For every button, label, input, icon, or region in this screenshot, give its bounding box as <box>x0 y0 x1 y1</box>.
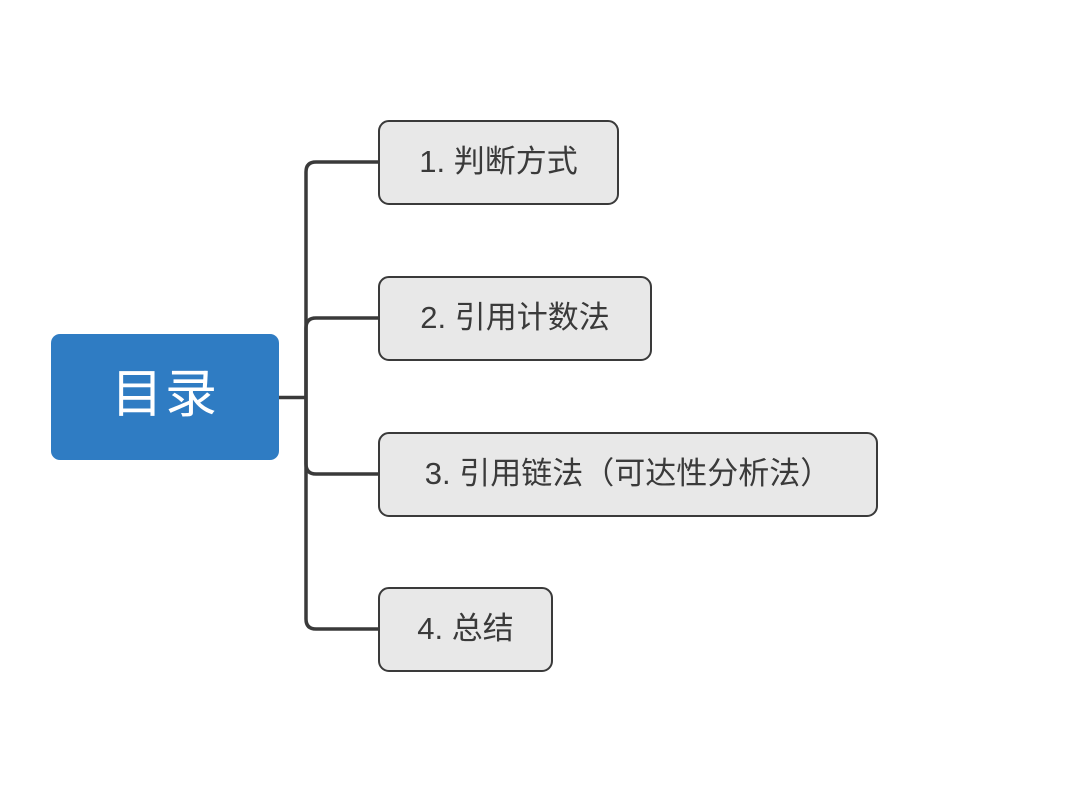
mindmap-node-2-label: 2. 引用计数法 <box>420 300 610 335</box>
mindmap-root-node[interactable]: 目录 <box>51 334 279 460</box>
connector-branch-1 <box>304 160 379 398</box>
connector-branch-4 <box>304 397 379 631</box>
mindmap-root-label: 目录 <box>110 366 219 424</box>
mindmap-node-1-label: 1. 判断方式 <box>419 144 578 179</box>
mindmap-node-1[interactable]: 1. 判断方式 <box>378 120 619 205</box>
mindmap-node-2[interactable]: 2. 引用计数法 <box>378 276 652 361</box>
connector-branch-2 <box>304 316 379 398</box>
mindmap-node-4[interactable]: 4. 总结 <box>378 587 553 672</box>
mindmap-node-3-label: 3. 引用链法（可达性分析法） <box>424 456 832 491</box>
mindmap-node-3[interactable]: 3. 引用链法（可达性分析法） <box>378 432 878 517</box>
connector-branch-3 <box>304 397 379 476</box>
mindmap-node-4-label: 4. 总结 <box>417 611 514 646</box>
